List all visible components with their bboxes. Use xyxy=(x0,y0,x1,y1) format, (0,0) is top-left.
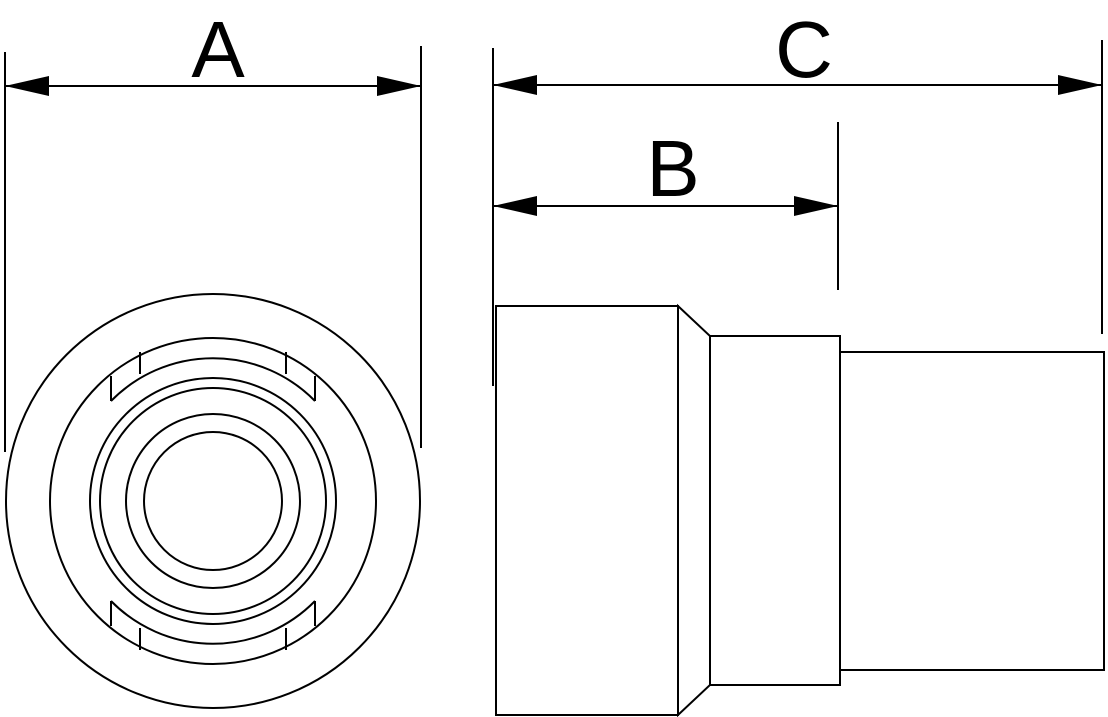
side-view-taper xyxy=(677,303,711,717)
end-view xyxy=(5,293,421,709)
end-view-bore-circle xyxy=(143,431,283,571)
end-view-fifth-circle xyxy=(125,413,301,589)
dimension-c-label: C xyxy=(775,5,833,94)
end-view-bottom-tab xyxy=(110,600,316,650)
end-view-top-tab xyxy=(110,352,316,402)
side-view-head xyxy=(495,305,679,716)
dimension-b-arrow-right xyxy=(794,196,838,216)
end-view-third-circle xyxy=(89,377,337,625)
side-view-shank xyxy=(839,351,1105,671)
dimension-b-arrow-left xyxy=(493,196,537,216)
dimension-a: A xyxy=(4,5,422,452)
dimension-b: B xyxy=(493,122,839,290)
end-view-fourth-circle xyxy=(99,387,327,615)
side-view xyxy=(495,303,1105,717)
dimension-c-arrow-right xyxy=(1058,75,1102,95)
side-view-middle-section xyxy=(709,335,841,686)
dimension-a-arrow-right xyxy=(377,76,421,96)
end-view-top-tab-arc xyxy=(110,357,316,402)
end-view-bottom-tab-arc xyxy=(110,600,316,645)
dimension-c: C xyxy=(492,5,1103,386)
dimension-b-label: B xyxy=(646,124,699,213)
end-view-second-circle xyxy=(49,337,377,665)
dimension-a-label: A xyxy=(191,5,245,94)
dimension-a-arrow-left xyxy=(5,76,49,96)
dimension-c-arrow-left xyxy=(493,75,537,95)
end-view-outer-circle xyxy=(5,293,421,709)
